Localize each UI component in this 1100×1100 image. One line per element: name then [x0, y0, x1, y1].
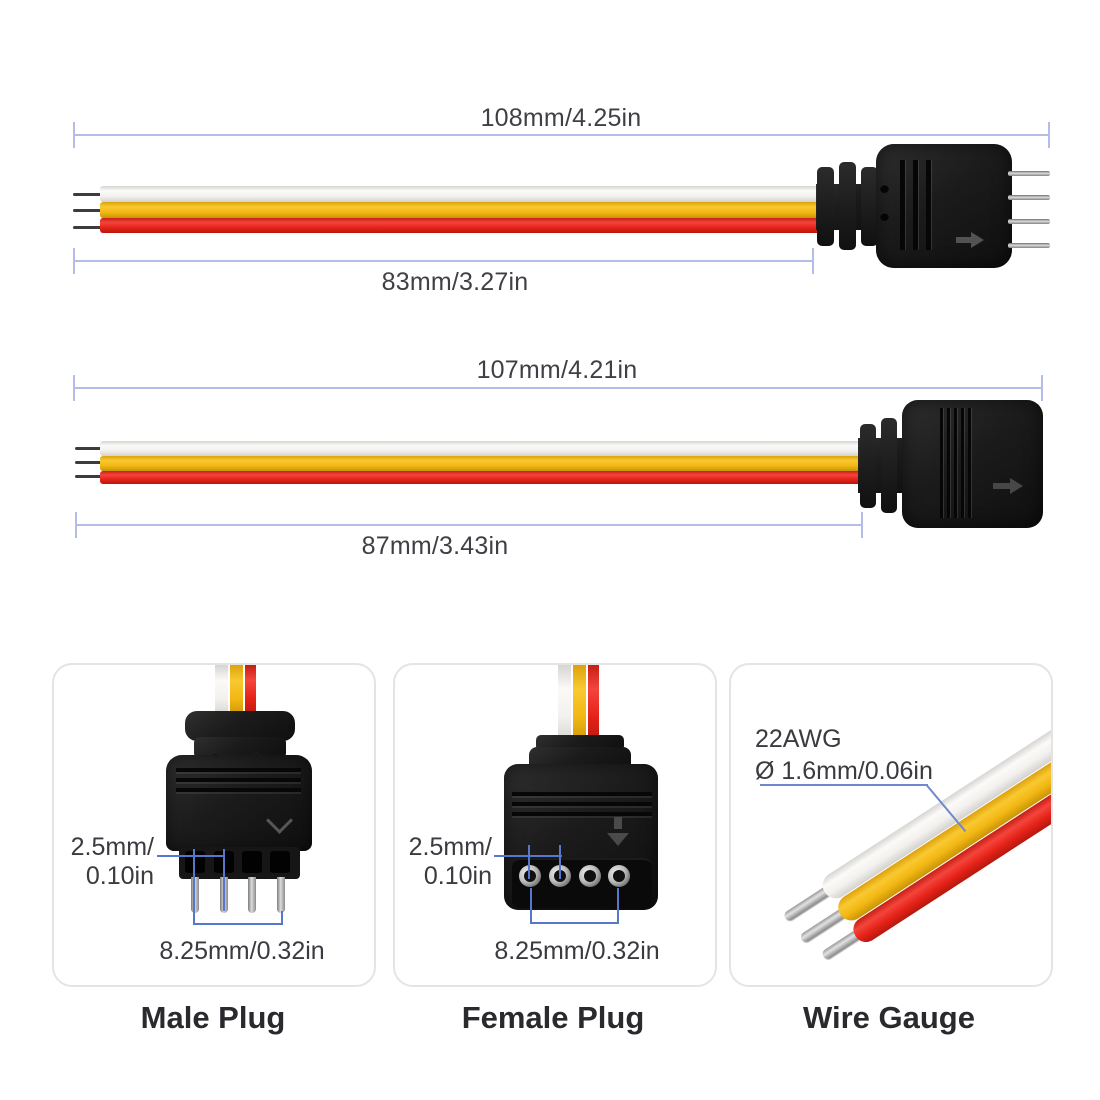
- dimension-tick: [73, 248, 75, 274]
- body-ridge: [176, 768, 301, 772]
- wire-strand-white: [215, 665, 228, 717]
- body-ridge: [512, 812, 652, 816]
- wire-strand-yellow: [100, 202, 830, 218]
- female-overall-dimension-label: 107mm/4.21in: [476, 356, 638, 384]
- body-ridge: [512, 792, 652, 796]
- female-wire-dimension-label: 87mm/3.43in: [361, 532, 509, 560]
- pin-slot: [242, 851, 262, 873]
- wire-strand-white: [100, 186, 830, 202]
- wire-strand-white: [558, 665, 571, 745]
- body-ridge: [900, 160, 905, 250]
- annotation-line: [617, 888, 619, 924]
- annotation-line: [530, 922, 619, 924]
- body-ridge: [968, 408, 971, 518]
- wire-gauge-caption: Wire Gauge: [803, 1000, 975, 1035]
- annotation-line: [193, 849, 195, 911]
- socket-hole: [608, 865, 630, 887]
- male-overall-dimension-label: 108mm/4.25in: [480, 104, 642, 132]
- screw-hole: [880, 212, 889, 221]
- body-ridge: [913, 160, 918, 250]
- body-ridge: [961, 408, 964, 518]
- dimension-tick: [73, 122, 75, 148]
- pin-span-label: 8.25mm/0.32in: [159, 937, 325, 965]
- socket-hole: [519, 865, 541, 887]
- body-ridge: [176, 778, 301, 782]
- connector-pin: [191, 877, 199, 913]
- body-ridge: [512, 802, 652, 806]
- pin-slot: [270, 851, 290, 873]
- pin-span-label: 8.25mm/0.32in: [494, 937, 660, 965]
- wire-strand-red: [245, 665, 256, 717]
- female-plug-caption: Female Plug: [461, 1000, 645, 1035]
- dimension-tick: [861, 512, 863, 538]
- leader-line: [760, 784, 928, 786]
- connector-pin: [248, 877, 256, 913]
- wire-gauge-card: 22AWG Ø 1.6mm/0.06in: [729, 663, 1053, 987]
- male-plug-caption: Male Plug: [140, 1000, 286, 1035]
- bare-wire-tip: [73, 193, 103, 196]
- strain-relief-rib: [839, 162, 856, 250]
- annotation-line: [193, 923, 283, 925]
- dimension-tick: [812, 248, 814, 274]
- connector-pin: [1008, 219, 1050, 224]
- wire-strand-white: [100, 441, 870, 456]
- dimension-tick: [75, 512, 77, 538]
- arrow-down-icon: [606, 817, 630, 847]
- annotation-line: [559, 845, 561, 879]
- annotation-line: [193, 911, 195, 923]
- connector-pin: [1008, 171, 1050, 176]
- connector-pin: [277, 877, 285, 913]
- socket-hole: [579, 865, 601, 887]
- body-ridge: [940, 408, 943, 518]
- connector-pin: [1008, 195, 1050, 200]
- wire-gauge-wires: [780, 665, 1051, 975]
- wire-strand-red: [100, 471, 870, 484]
- wire-strand-yellow: [573, 665, 586, 745]
- female-connector-body: [902, 400, 1043, 528]
- wire-strand-yellow: [100, 456, 870, 471]
- screw-hole: [880, 184, 889, 193]
- male-wire-dimension-line: [73, 260, 814, 262]
- strain-relief-rib: [881, 418, 897, 513]
- arrow-right-icon: [956, 232, 986, 248]
- strain-relief-rib: [861, 167, 878, 246]
- strain-relief-rib: [860, 424, 876, 508]
- male-overall-dimension-line: [73, 134, 1050, 136]
- annotation-line: [530, 888, 532, 924]
- wire-strand-yellow: [230, 665, 243, 717]
- body-ridge: [926, 160, 931, 250]
- pin-pitch-label: 2.5mm/ 0.10in: [408, 833, 492, 890]
- female-plug-card: 2.5mm/ 0.10in 8.25mm/0.32in: [393, 663, 717, 987]
- strain-relief-rib: [817, 167, 834, 246]
- pin-pitch-label: 2.5mm/ 0.10in: [70, 833, 154, 890]
- male-connector-body: [876, 144, 1012, 268]
- wire-strand-red: [100, 218, 830, 233]
- dimension-tick: [1041, 375, 1043, 401]
- annotation-line: [223, 849, 225, 911]
- male-wire-dimension-label: 83mm/3.27in: [381, 268, 529, 296]
- annotation-line: [157, 855, 225, 857]
- dimension-tick: [1048, 122, 1050, 148]
- body-ridge: [954, 408, 957, 518]
- bare-wire-tip: [75, 447, 103, 450]
- male-plug-cap: [185, 711, 295, 741]
- female-wire-dimension-line: [75, 524, 863, 526]
- bare-wire-tip: [75, 461, 103, 464]
- wire-strand-red: [588, 665, 599, 745]
- connector-pin: [1008, 243, 1050, 248]
- bare-wire-tip: [73, 209, 103, 212]
- arrow-right-icon: [993, 478, 1025, 494]
- body-ridge: [947, 408, 950, 518]
- dimension-tick: [73, 375, 75, 401]
- bare-wire-tip: [75, 475, 103, 478]
- body-ridge: [176, 788, 301, 792]
- male-plug-card: 2.5mm/ 0.10in 8.25mm/0.32in: [52, 663, 376, 987]
- bare-wire-tip: [73, 226, 103, 229]
- wire-gauge-label: 22AWG Ø 1.6mm/0.06in: [755, 725, 933, 785]
- female-overall-dimension-line: [73, 387, 1043, 389]
- annotation-line: [281, 911, 283, 923]
- annotation-line: [528, 845, 530, 879]
